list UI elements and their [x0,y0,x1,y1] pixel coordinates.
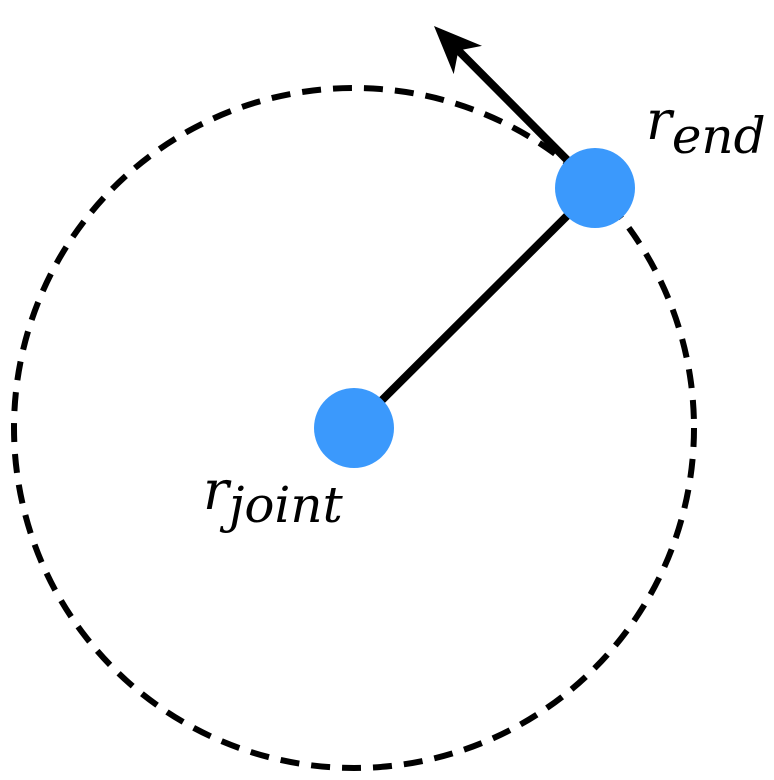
joint-dot [314,388,394,468]
velocity-arrowhead-icon [434,26,482,75]
end-label-base: r [646,89,675,152]
end-label-subscript: end [672,107,766,165]
joint-label-subscript: joint [219,476,344,534]
joint-label: rjoint [203,459,344,534]
joint-label-base: r [203,459,232,522]
end-effector-dot [555,148,635,228]
link-line [351,185,598,431]
end-label: rend [646,89,766,165]
motion-path-dashed-circle [11,85,697,771]
